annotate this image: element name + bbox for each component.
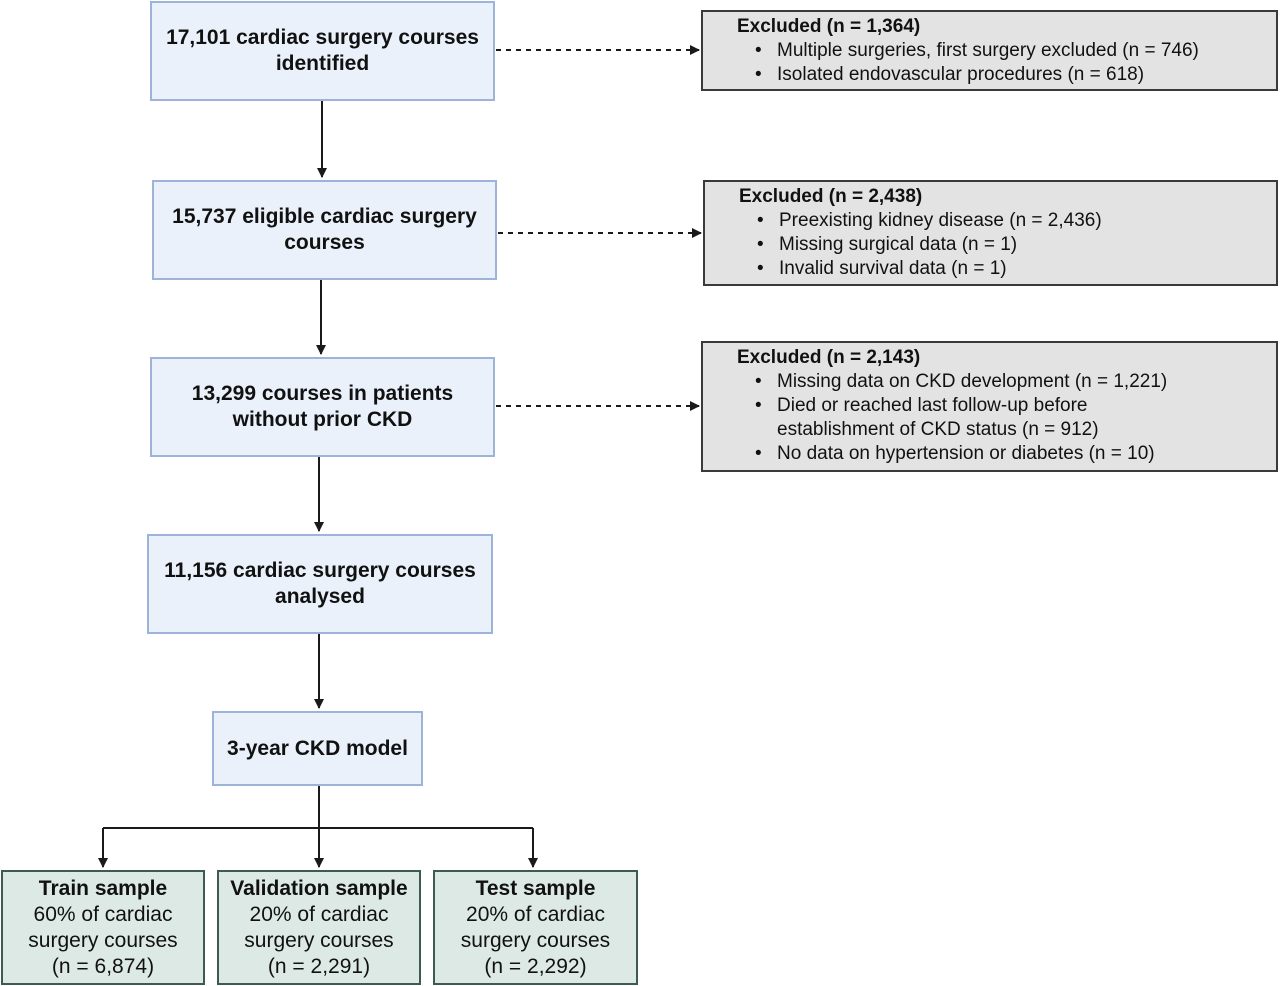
exclusion-2-item: Invalid survival data (n = 1) <box>757 257 1102 281</box>
train-sample-line: surgery courses <box>28 928 178 952</box>
exclusion-3-item: Missing data on CKD development (n = 1,2… <box>755 370 1167 394</box>
step-eligible-text: 15,737 eligible cardiac surgery courses <box>172 205 477 254</box>
train-sample-box: Train sample 60% of cardiac surgery cour… <box>1 870 205 985</box>
validation-sample-box: Validation sample 20% of cardiac surgery… <box>217 870 421 985</box>
exclusion-2-title: Excluded (n = 2,438) <box>739 186 923 207</box>
model-text: 3-year CKD model <box>227 736 408 760</box>
step-identified-box: 17,101 cardiac surgery courses identifie… <box>150 1 495 101</box>
step-no-prior-ckd-box: 13,299 courses in patients without prior… <box>150 357 495 457</box>
train-sample-line: 60% of cardiac <box>33 902 173 926</box>
validation-sample-count: (n = 2,291) <box>267 954 371 978</box>
test-sample-line: 20% of cardiac <box>466 902 605 926</box>
step-analysed-box: 11,156 cardiac surgery courses analysed <box>147 534 493 634</box>
exclusion-3-list: Missing data on CKD development (n = 1,2… <box>737 370 1167 466</box>
test-sample-line: surgery courses <box>460 928 611 952</box>
step-identified-text: 17,101 cardiac surgery courses identifie… <box>166 26 479 75</box>
validation-sample-line: surgery courses <box>244 928 394 952</box>
exclusion-3-title: Excluded (n = 2,143) <box>737 347 921 368</box>
exclusion-1-item: Multiple surgeries, first surgery exclud… <box>755 39 1199 63</box>
exclusion-2-item: Preexisting kidney disease (n = 2,436) <box>757 209 1102 233</box>
model-box: 3-year CKD model <box>212 711 423 786</box>
exclusion-2-item: Missing surgical data (n = 1) <box>757 233 1102 257</box>
exclusion-1-item: Isolated endovascular procedures (n = 61… <box>755 63 1199 87</box>
exclusion-box-2: Excluded (n = 2,438) Preexisting kidney … <box>703 180 1278 286</box>
train-sample-count: (n = 6,874) <box>51 954 155 978</box>
test-sample-title: Test sample <box>475 876 596 900</box>
step-no-prior-ckd-text: 13,299 courses in patients without prior… <box>191 382 454 431</box>
step-analysed-text: 11,156 cardiac surgery courses analysed <box>164 559 476 608</box>
exclusion-1-list: Multiple surgeries, first surgery exclud… <box>737 39 1199 87</box>
step-eligible-box: 15,737 eligible cardiac surgery courses <box>152 180 497 280</box>
exclusion-2-list: Preexisting kidney disease (n = 2,436) M… <box>739 209 1102 281</box>
validation-sample-line: 20% of cardiac <box>249 902 389 926</box>
exclusion-1-title: Excluded (n = 1,364) <box>737 16 921 37</box>
exclusion-box-3: Excluded (n = 2,143) Missing data on CKD… <box>701 341 1278 472</box>
exclusion-3-item: Died or reached last follow-up before es… <box>755 394 1137 442</box>
exclusion-box-1: Excluded (n = 1,364) Multiple surgeries,… <box>701 10 1278 91</box>
train-sample-title: Train sample <box>38 876 168 900</box>
exclusion-3-item: No data on hypertension or diabetes (n =… <box>755 442 1155 466</box>
test-sample-count: (n = 2,292) <box>484 954 587 978</box>
test-sample-box: Test sample 20% of cardiac surgery cours… <box>433 870 638 985</box>
validation-sample-title: Validation sample <box>230 876 408 900</box>
